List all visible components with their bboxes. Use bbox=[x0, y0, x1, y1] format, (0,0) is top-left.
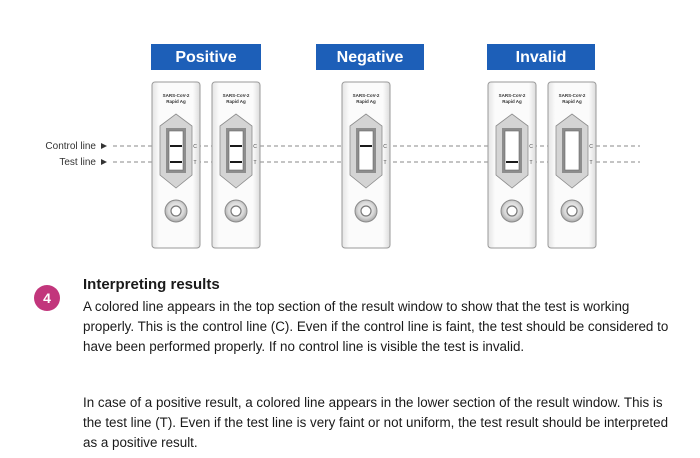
test-marker: T bbox=[383, 160, 386, 166]
test-result-line bbox=[170, 161, 182, 163]
control-line-guide: Control line bbox=[45, 141, 640, 152]
test-line-label: Test line bbox=[59, 157, 96, 168]
test-marker: T bbox=[193, 160, 196, 166]
category-positive: Positive bbox=[151, 44, 261, 70]
sample-well-hole bbox=[360, 205, 372, 217]
control-marker: C bbox=[529, 144, 533, 150]
instruction-paragraph-1: A colored line appears in the top sectio… bbox=[83, 299, 669, 354]
sample-well-hole bbox=[170, 205, 182, 217]
control-line-label: Control line bbox=[45, 141, 96, 152]
test-result-line bbox=[230, 161, 242, 163]
instruction-paragraph-2: In case of a positive result, a colored … bbox=[83, 395, 669, 450]
cassette-label-type: Rapid Ag bbox=[226, 99, 246, 104]
category-invalid-bg bbox=[487, 44, 595, 70]
cassette-label-name: SARS-CoV-2 bbox=[163, 93, 190, 98]
step-title: Interpreting results bbox=[83, 276, 220, 293]
result-window bbox=[358, 130, 374, 171]
cassette-label-type: Rapid Ag bbox=[166, 99, 186, 104]
control-marker: C bbox=[193, 144, 197, 150]
control-result-line bbox=[360, 145, 372, 147]
category-positive-label: Positive bbox=[175, 49, 236, 66]
test-marker: T bbox=[253, 160, 256, 166]
category-invalid-label: Invalid bbox=[516, 49, 567, 66]
sample-well-hole bbox=[230, 205, 242, 217]
cassette-label-name: SARS-CoV-2 bbox=[223, 93, 250, 98]
cassette-label-type: Rapid Ag bbox=[502, 99, 522, 104]
test-result-line bbox=[506, 161, 518, 163]
test-line-guide: Test line bbox=[59, 157, 640, 168]
test-marker: T bbox=[589, 160, 592, 166]
result-window bbox=[228, 130, 244, 171]
test-results-diagram: Positive Negative Invalid Control line T… bbox=[45, 44, 640, 249]
cassette-label-type: Rapid Ag bbox=[356, 99, 376, 104]
category-negative: Negative bbox=[316, 44, 424, 70]
result-window bbox=[564, 130, 580, 171]
control-marker: C bbox=[383, 144, 387, 150]
cassette-label-name: SARS-CoV-2 bbox=[559, 93, 586, 98]
step-number-badge: 4 bbox=[34, 285, 60, 311]
control-marker: C bbox=[589, 144, 593, 150]
test-line-arrow-icon bbox=[101, 159, 107, 165]
control-result-line bbox=[170, 145, 182, 147]
control-result-line bbox=[230, 145, 242, 147]
cassette-label-type: Rapid Ag bbox=[562, 99, 582, 104]
result-window bbox=[168, 130, 184, 171]
category-negative-bg bbox=[316, 44, 424, 70]
sample-well-hole bbox=[506, 205, 518, 217]
category-positive-bg bbox=[151, 44, 261, 70]
cassette-label-name: SARS-CoV-2 bbox=[353, 93, 380, 98]
sample-well-hole bbox=[566, 205, 578, 217]
cassette-label-name: SARS-CoV-2 bbox=[499, 93, 526, 98]
category-invalid: Invalid bbox=[487, 44, 595, 70]
test-marker: T bbox=[529, 160, 532, 166]
category-negative-label: Negative bbox=[337, 49, 404, 66]
result-window bbox=[504, 130, 520, 171]
control-marker: C bbox=[253, 144, 257, 150]
control-line-arrow-icon bbox=[101, 143, 107, 149]
